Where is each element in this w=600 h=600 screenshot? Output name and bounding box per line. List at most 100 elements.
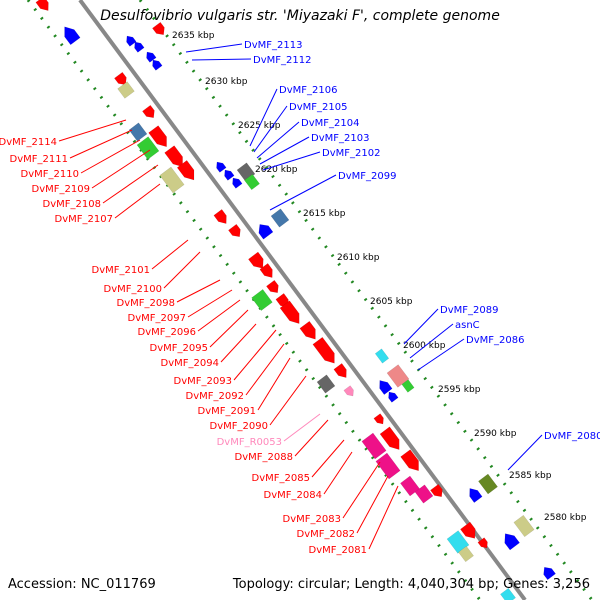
gene-label: DvMF_2101 [92, 265, 150, 276]
gene-feature [343, 385, 354, 397]
gene-label: DvMF_2107 [55, 214, 113, 225]
gene-feature [270, 208, 290, 228]
gene-feature [460, 521, 476, 539]
scale-label: 2635 kbp [172, 31, 215, 41]
gene-feature [244, 173, 260, 191]
gene-feature [543, 566, 556, 581]
gene-feature [259, 263, 273, 278]
gene-leader-line [417, 338, 465, 371]
gene-label: DvMF_2081 [309, 545, 367, 556]
gene-label: DvMF_2096 [138, 327, 196, 338]
gene-feature [374, 348, 390, 364]
gene-feature [414, 484, 434, 504]
gene-label: DvMF_2084 [264, 490, 322, 501]
gene-label: DvMF_2109 [32, 184, 90, 195]
gene-feature [114, 71, 127, 86]
gene-feature [361, 432, 387, 460]
gene-leader-line [257, 357, 291, 411]
scale-label: 2600 kbp [403, 341, 446, 351]
gene-feature [316, 374, 336, 394]
gene-feature [469, 488, 483, 503]
scale-label: 2580 kbp [544, 513, 587, 523]
genome-backbone [78, 0, 527, 600]
scale-label: 2610 kbp [337, 253, 380, 263]
genome-title: Desulfovibrio vulgaris str. 'Miyazaki F'… [100, 8, 500, 24]
gene-label: DvMF_2093 [174, 376, 232, 387]
gene-label: DvMF_2104 [301, 118, 359, 129]
gene-leader-line [294, 419, 329, 457]
gene-label: DvMF_2114 [0, 137, 57, 148]
gene-leader-line [163, 251, 201, 289]
gene-feature [504, 533, 520, 551]
gene-label: DvMF_2097 [128, 313, 186, 324]
gene-leader-line [283, 413, 321, 442]
gene-leader-line [249, 88, 278, 147]
gene-feature [299, 320, 316, 340]
gene-label: DvMF_2088 [235, 452, 293, 463]
gene-leader-line [220, 323, 257, 363]
gene-leader-line [253, 105, 288, 153]
scale-label: 2585 kbp [509, 471, 552, 481]
gene-label: DvMF_2098 [117, 298, 175, 309]
gene-feature [312, 336, 335, 364]
gene-leader-line [151, 239, 189, 270]
gene-label: DvMF_2095 [150, 343, 208, 354]
gene-feature [159, 166, 185, 194]
gene-feature [146, 51, 157, 63]
gene-leader-line [323, 451, 353, 495]
gene-feature [251, 289, 273, 311]
gene-feature [375, 452, 401, 480]
gene-feature [458, 545, 474, 563]
gene-label: DvMF_2112 [253, 55, 311, 66]
gene-leader-line [185, 43, 243, 53]
gene-label: DvMF_2086 [466, 335, 524, 346]
gene-feature [266, 279, 279, 294]
gene-label: DvMF_2080 [544, 431, 600, 442]
gene-leader-line [91, 149, 151, 189]
gene-feature [333, 363, 347, 378]
gene-label: DvMF_2091 [198, 406, 256, 417]
gene-feature [400, 449, 419, 472]
gene-feature [232, 177, 243, 189]
gene-leader-line [409, 323, 454, 359]
gene-leader-line [80, 139, 141, 174]
gene-label: DvMF_2102 [322, 148, 380, 159]
topology-text: Topology: circular; Length: 4,040,304 bp… [232, 577, 590, 592]
gene-feature [213, 209, 227, 224]
gene-feature [401, 379, 415, 393]
scale-label: 2605 kbp [370, 297, 413, 307]
gene-label: DvMF_2085 [252, 473, 310, 484]
gene-feature [152, 59, 163, 71]
gene-leader-line [368, 485, 399, 550]
scale-track-outer [138, 0, 594, 600]
gene-label: DvMF_2090 [210, 421, 268, 432]
gene-feature [478, 473, 498, 495]
gene-leader-line [256, 121, 300, 159]
gene-feature [430, 483, 443, 498]
gene-feature [379, 380, 393, 395]
gene-leader-line [262, 151, 321, 171]
gene-label: DvMF_2100 [104, 284, 162, 295]
gene-feature [216, 161, 227, 173]
gene-label: asnC [455, 320, 480, 331]
gene-feature [117, 81, 135, 99]
gene-feature [500, 587, 516, 600]
gene-label: DvMF_2092 [186, 391, 244, 402]
gene-leader-line [233, 329, 277, 381]
gene-feature [35, 0, 49, 11]
gene-label: DvMF_2103 [311, 133, 369, 144]
gene-leader-line [69, 129, 133, 159]
gene-label: DvMF_2099 [338, 171, 396, 182]
gene-feature [136, 136, 160, 160]
accession-text: Accession: NC_011769 [8, 577, 156, 592]
gene-feature [228, 223, 241, 238]
gene-feature [386, 364, 410, 388]
scale-label: 2620 kbp [255, 165, 298, 175]
gene-feature [379, 426, 400, 450]
gene-feature [128, 122, 148, 142]
gene-leader-line [507, 434, 543, 471]
scale-label: 2630 kbp [205, 77, 248, 87]
gene-label: DvMF_2105 [289, 102, 347, 113]
